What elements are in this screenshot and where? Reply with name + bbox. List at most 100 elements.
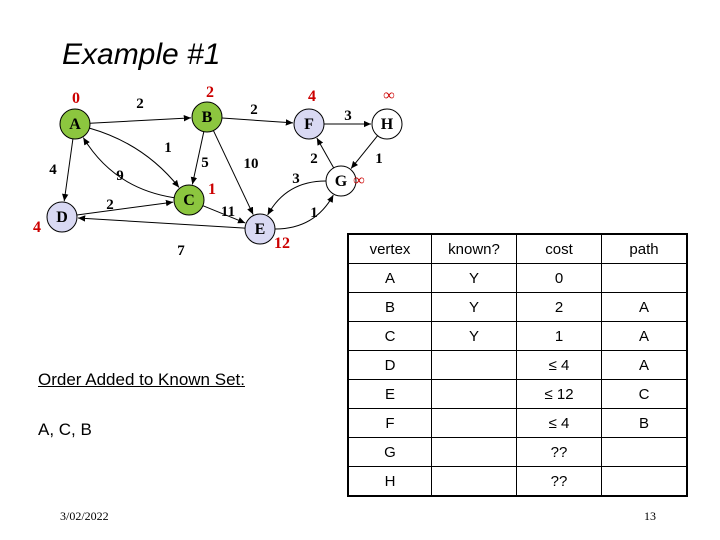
node-c (173, 184, 205, 216)
edge-a-b (89, 115, 192, 124)
node-e (244, 213, 276, 245)
node-a (59, 108, 91, 140)
table-row: E ≤ 12 C (347, 379, 688, 409)
cell-known: Y (431, 263, 517, 293)
edge-d-c (76, 199, 174, 216)
dijkstra-table: vertex known? cost path A Y 0 B Y 2 A C … (347, 233, 688, 497)
edge-weight-a-c: 1 (164, 140, 172, 156)
order-added-heading: Order Added to Known Set: (38, 370, 245, 389)
table-row: G ?? (347, 437, 688, 467)
cell-cost: ≤ 12 (516, 379, 602, 409)
edge-b-e (212, 130, 254, 215)
node-distance-b: 2 (206, 84, 214, 101)
edge-weight-d-c: 2 (106, 197, 114, 213)
header-vertex: vertex (347, 233, 432, 264)
cell-known (431, 350, 517, 380)
node-label-f: F (304, 116, 314, 133)
cell-cost: 2 (516, 292, 602, 322)
node-distance-d: 4 (33, 219, 41, 236)
edge-g-f (316, 137, 335, 169)
cell-vertex: D (347, 350, 432, 380)
cell-path (601, 466, 688, 497)
edge-c-e (202, 205, 246, 224)
edge-weight-h-g: 1 (375, 151, 383, 167)
cell-cost: 0 (516, 263, 602, 293)
edge-a-d (62, 138, 74, 202)
slide-title: Example #1 (62, 38, 221, 71)
header-path: path (601, 233, 688, 264)
table-header-row: vertex known? cost path (347, 233, 688, 264)
cell-path: A (601, 292, 688, 322)
node-distance-a: 0 (72, 90, 80, 107)
cell-vertex: E (347, 379, 432, 409)
cell-known (431, 408, 517, 438)
node-distance-e: 12 (274, 235, 290, 252)
node-distance-h: ∞ (383, 87, 394, 104)
cell-vertex: G (347, 437, 432, 467)
edge-weight-e-d: 7 (177, 243, 185, 259)
cell-cost: ?? (516, 437, 602, 467)
cell-cost: 1 (516, 321, 602, 351)
node-f (293, 108, 325, 140)
edge-weight-a-b: 2 (136, 96, 144, 112)
edge-weight-a-d: 4 (49, 162, 57, 178)
cell-known (431, 466, 517, 497)
edge-g-e (267, 180, 327, 216)
table-row: A Y 0 (347, 263, 688, 293)
edge-h-g (350, 135, 378, 169)
edge-weight-b-c: 5 (201, 155, 209, 171)
node-label-c: C (183, 192, 195, 209)
node-b (191, 101, 223, 133)
cell-path (601, 263, 688, 293)
node-h (371, 108, 403, 140)
footer-page-number: 13 (644, 509, 656, 523)
cell-path: A (601, 350, 688, 380)
node-d (46, 201, 78, 233)
edge-weight-c-e: 11 (221, 204, 235, 220)
cell-cost: ≤ 4 (516, 350, 602, 380)
edge-b-f (221, 117, 294, 126)
node-label-b: B (202, 109, 213, 126)
cell-known: Y (431, 321, 517, 351)
edge-weight-f-h: 3 (344, 108, 352, 124)
cell-path (601, 437, 688, 467)
order-added-value: A, C, B (38, 420, 92, 439)
edge-e-d (77, 215, 246, 229)
cell-vertex: C (347, 321, 432, 351)
edge-weight-b-e: 10 (244, 156, 259, 172)
node-label-g: G (335, 173, 348, 190)
node-label-h: H (381, 116, 394, 133)
table-row: F ≤ 4 B (347, 408, 688, 438)
cell-cost: ≤ 4 (516, 408, 602, 438)
edge-weight-e-g: 1 (310, 205, 318, 221)
edge-c-a (82, 137, 175, 199)
header-cost: cost (516, 233, 602, 264)
table-row: B Y 2 A (347, 292, 688, 322)
node-distance-g: ∞ (353, 172, 364, 189)
table-row: C Y 1 A (347, 321, 688, 351)
cell-known (431, 437, 517, 467)
node-label-e: E (255, 221, 266, 238)
edge-weight-c-a: 9 (116, 168, 124, 184)
edge-a-c (89, 127, 180, 188)
node-label-a: A (69, 116, 81, 133)
node-distance-c: 1 (208, 181, 216, 198)
cell-vertex: B (347, 292, 432, 322)
cell-vertex: H (347, 466, 432, 497)
edge-weight-g-e: 3 (292, 171, 300, 187)
cell-vertex: F (347, 408, 432, 438)
node-label-d: D (56, 209, 68, 226)
table-row: H ?? (347, 466, 688, 497)
table-row: D ≤ 4 A (347, 350, 688, 380)
node-g (325, 165, 357, 197)
cell-known: Y (431, 292, 517, 322)
edge-weight-b-f: 2 (250, 102, 258, 118)
edge-e-g (274, 194, 334, 230)
edge-weight-g-f: 2 (310, 151, 318, 167)
cell-path: A (601, 321, 688, 351)
cell-path: B (601, 408, 688, 438)
node-distance-f: 4 (308, 88, 316, 105)
cell-path: C (601, 379, 688, 409)
footer-date: 3/02/2022 (60, 509, 109, 523)
